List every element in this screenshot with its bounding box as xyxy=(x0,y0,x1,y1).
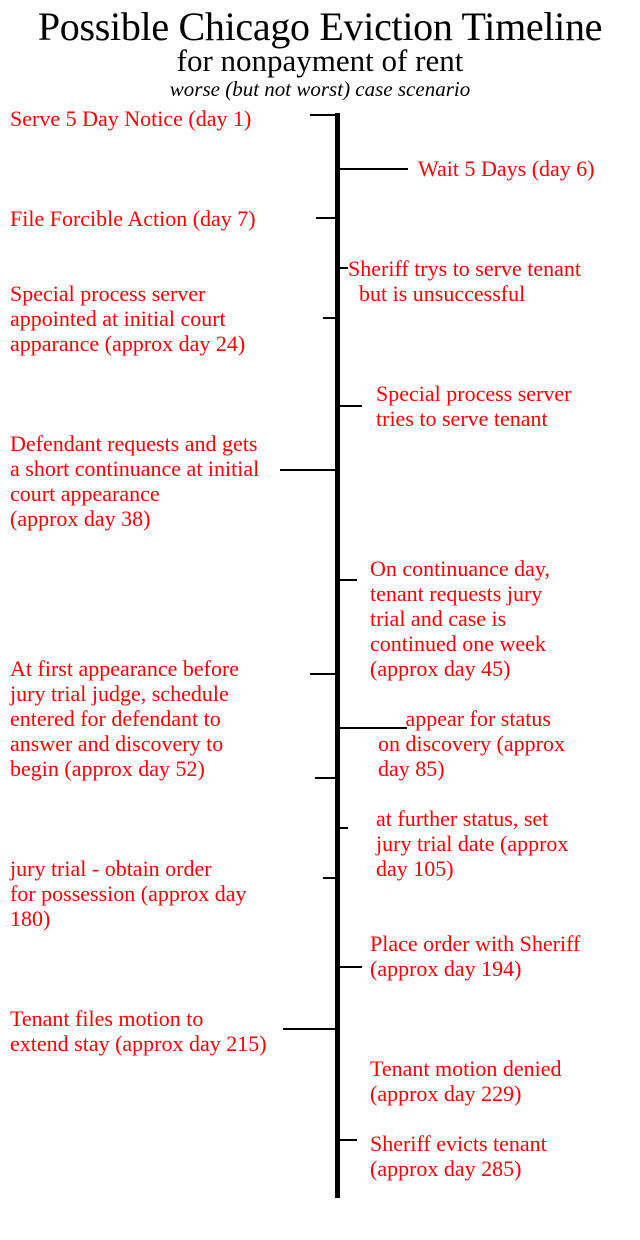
event-sheriff-evicts: Sheriff evicts tenant (approx day 285) xyxy=(370,1131,547,1181)
event-motion-denied: Tenant motion denied (approx day 229) xyxy=(370,1056,562,1106)
tick xyxy=(338,267,348,269)
subtitle: for nonpayment of rent xyxy=(176,43,464,78)
event-process-server-serves: Special process server tries to serve te… xyxy=(376,381,572,431)
event-serve-notice: Serve 5 Day Notice (day 1) xyxy=(10,106,252,131)
event-status-discovery: appear for status on discovery (approx d… xyxy=(378,706,565,781)
event-jury-request: On continuance day, tenant requests jury… xyxy=(370,556,551,681)
tick xyxy=(310,673,337,675)
tick xyxy=(338,1139,357,1141)
tick xyxy=(338,579,357,581)
event-wait-5-days: Wait 5 Days (day 6) xyxy=(418,156,595,181)
scenario-note: worse (but not worst) case scenario xyxy=(169,77,471,101)
tick xyxy=(338,827,348,829)
title: Possible Chicago Eviction Timeline xyxy=(37,4,603,49)
tick xyxy=(323,317,337,319)
tick xyxy=(315,777,337,779)
event-first-appearance: At first appearance before jury trial ju… xyxy=(10,656,240,781)
tick xyxy=(323,877,337,879)
event-order-sheriff: Place order with Sheriff (approx day 194… xyxy=(370,931,581,981)
event-process-server-appointed: Special process server appointed at init… xyxy=(10,281,246,356)
event-sheriff-serve: Sheriff trys to serve tenant but is unsu… xyxy=(348,256,581,306)
event-file-forcible-action: File Forcible Action (day 7) xyxy=(10,206,256,231)
timeline-axis xyxy=(335,113,340,1198)
tick xyxy=(338,727,407,729)
tick xyxy=(310,114,337,116)
tick xyxy=(338,966,362,968)
event-set-trial-date: at further status, set jury trial date (… xyxy=(376,806,569,881)
tick xyxy=(280,469,337,471)
event-jury-trial: jury trial - obtain order for possession… xyxy=(10,856,247,931)
tick xyxy=(338,405,362,407)
tick xyxy=(283,1028,337,1030)
tick xyxy=(338,168,408,170)
tick xyxy=(316,217,337,219)
event-motion-stay: Tenant files motion to extend stay (appr… xyxy=(10,1006,267,1056)
event-continuance: Defendant requests and gets a short cont… xyxy=(10,431,260,531)
